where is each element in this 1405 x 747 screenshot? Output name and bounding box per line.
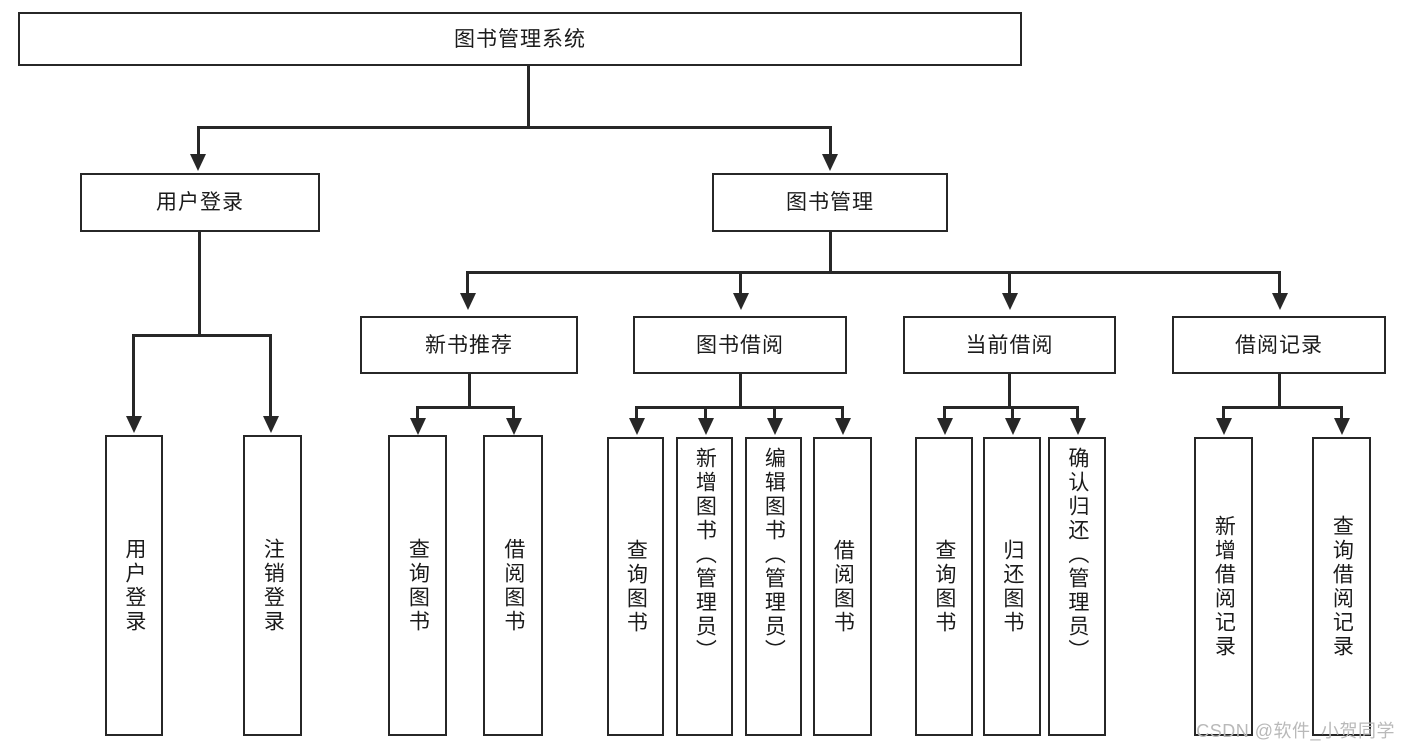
arrow-bm-to-new-book (460, 293, 476, 310)
leaf-user-login-login[interactable]: 用户登录 (105, 435, 163, 736)
leaf-br-query-record[interactable]: 查询借阅记录 (1312, 437, 1371, 736)
leaf-label: 查询借阅记录 (1330, 514, 1354, 659)
leaf-cb-confirm-return-admin[interactable]: 确认归还（管理员） (1048, 437, 1106, 736)
connector-cb-to-leaf-1 (943, 406, 946, 420)
connector-user-login-bus (132, 334, 271, 337)
leaf-label: 借阅图书 (831, 538, 855, 635)
connector-br-bus (1222, 406, 1342, 409)
node-current-borrow[interactable]: 当前借阅 (903, 316, 1116, 374)
arrow-root-to-book-management (822, 154, 838, 171)
node-borrow-record[interactable]: 借阅记录 (1172, 316, 1386, 374)
connector-cb-trunk (1008, 374, 1011, 408)
csdn-watermark: CSDN @软件_小贺同学 (1196, 721, 1395, 741)
leaf-label: 归还图书 (1000, 538, 1024, 635)
arrow-bb-to-leaf-4 (835, 418, 851, 435)
connector-book-management-bus (466, 271, 1278, 274)
node-label: 图书借阅 (696, 333, 784, 357)
node-label: 当前借阅 (965, 333, 1054, 357)
connector-user-login-to-leaf-2 (269, 334, 272, 418)
node-root-book-management-system[interactable]: 图书管理系统 (18, 12, 1022, 66)
connector-br-to-leaf-2 (1340, 406, 1343, 420)
node-book-management[interactable]: 图书管理 (712, 173, 948, 232)
arrow-bm-to-current-borrow (1002, 293, 1018, 310)
connector-cb-to-leaf-2 (1011, 406, 1014, 420)
arrow-bb-to-leaf-3 (767, 418, 783, 435)
node-label: 图书管理系统 (454, 27, 586, 51)
leaf-bb-add-book-admin[interactable]: 新增图书（管理员） (676, 437, 733, 736)
connector-bb-to-leaf-4 (841, 406, 844, 420)
connector-root-to-user-login (197, 126, 200, 156)
node-label: 新书推荐 (425, 333, 513, 357)
arrow-nbr-to-leaf-1 (410, 418, 426, 435)
leaf-user-login-logout[interactable]: 注销登录 (243, 435, 302, 736)
arrow-bb-to-leaf-1 (629, 418, 645, 435)
leaf-br-add-record[interactable]: 新增借阅记录 (1194, 437, 1253, 736)
connector-nbr-to-leaf-1 (416, 406, 419, 420)
arrow-user-login-to-leaf-2 (263, 416, 279, 433)
connector-bb-trunk (739, 374, 742, 408)
connector-bb-to-leaf-3 (773, 406, 776, 420)
leaf-label: 查询图书 (406, 537, 430, 634)
arrow-bm-to-book-borrow (733, 293, 749, 310)
arrow-bm-to-borrow-record (1272, 293, 1288, 310)
connector-nbr-trunk (468, 374, 471, 408)
connector-bm-to-book-borrow (739, 271, 742, 295)
arrow-root-to-user-login (190, 154, 206, 171)
leaf-label: 查询图书 (932, 538, 956, 635)
arrow-cb-to-leaf-1 (937, 418, 953, 435)
arrow-br-to-leaf-1 (1216, 418, 1232, 435)
node-user-login[interactable]: 用户登录 (80, 173, 320, 232)
arrow-cb-to-leaf-3 (1070, 418, 1086, 435)
node-label: 用户登录 (156, 191, 244, 214)
connector-user-login-to-leaf-1 (132, 334, 135, 418)
connector-bb-to-leaf-2 (704, 406, 707, 420)
connector-br-trunk (1278, 374, 1281, 408)
leaf-label: 用户登录 (122, 537, 146, 634)
leaf-bb-borrow-book[interactable]: 借阅图书 (813, 437, 872, 736)
connector-cb-bus (943, 406, 1078, 409)
connector-book-management-trunk (829, 232, 832, 273)
arrow-user-login-to-leaf-1 (126, 416, 142, 433)
leaf-bb-query-book[interactable]: 查询图书 (607, 437, 664, 736)
connector-user-login-trunk (198, 232, 201, 336)
leaf-label: 查询图书 (624, 538, 648, 635)
leaf-label: 注销登录 (261, 537, 285, 634)
node-new-book-recommend[interactable]: 新书推荐 (360, 316, 578, 374)
leaf-nbr-query-book[interactable]: 查询图书 (388, 435, 447, 736)
connector-nbr-bus (416, 406, 514, 409)
connector-bm-to-borrow-record (1278, 271, 1281, 295)
leaf-cb-return-book[interactable]: 归还图书 (983, 437, 1041, 736)
arrow-br-to-leaf-2 (1334, 418, 1350, 435)
connector-root-trunk (527, 66, 530, 126)
connector-root-bus (197, 126, 831, 129)
connector-nbr-to-leaf-2 (512, 406, 515, 420)
node-book-borrow[interactable]: 图书借阅 (633, 316, 847, 374)
node-label: 借阅记录 (1235, 333, 1323, 357)
arrow-cb-to-leaf-2 (1005, 418, 1021, 435)
connector-bm-to-current-borrow (1008, 271, 1011, 295)
connector-cb-to-leaf-3 (1076, 406, 1079, 420)
connector-bm-to-new-book (466, 271, 469, 295)
leaf-label: 编辑图书（管理员） (762, 447, 786, 663)
node-label: 图书管理 (786, 191, 874, 214)
connector-root-to-book-management (829, 126, 832, 156)
leaf-label: 确认归还（管理员） (1065, 447, 1089, 663)
leaf-label: 借阅图书 (501, 537, 525, 634)
leaf-cb-query-book[interactable]: 查询图书 (915, 437, 973, 736)
arrow-bb-to-leaf-2 (698, 418, 714, 435)
connector-br-to-leaf-1 (1222, 406, 1225, 420)
connector-bb-bus (635, 406, 843, 409)
leaf-label: 新增图书（管理员） (693, 447, 717, 663)
arrow-nbr-to-leaf-2 (506, 418, 522, 435)
connector-bb-to-leaf-1 (635, 406, 638, 420)
leaf-nbr-borrow-book[interactable]: 借阅图书 (483, 435, 543, 736)
leaf-bb-edit-book-admin[interactable]: 编辑图书（管理员） (745, 437, 802, 736)
leaf-label: 新增借阅记录 (1212, 514, 1236, 659)
